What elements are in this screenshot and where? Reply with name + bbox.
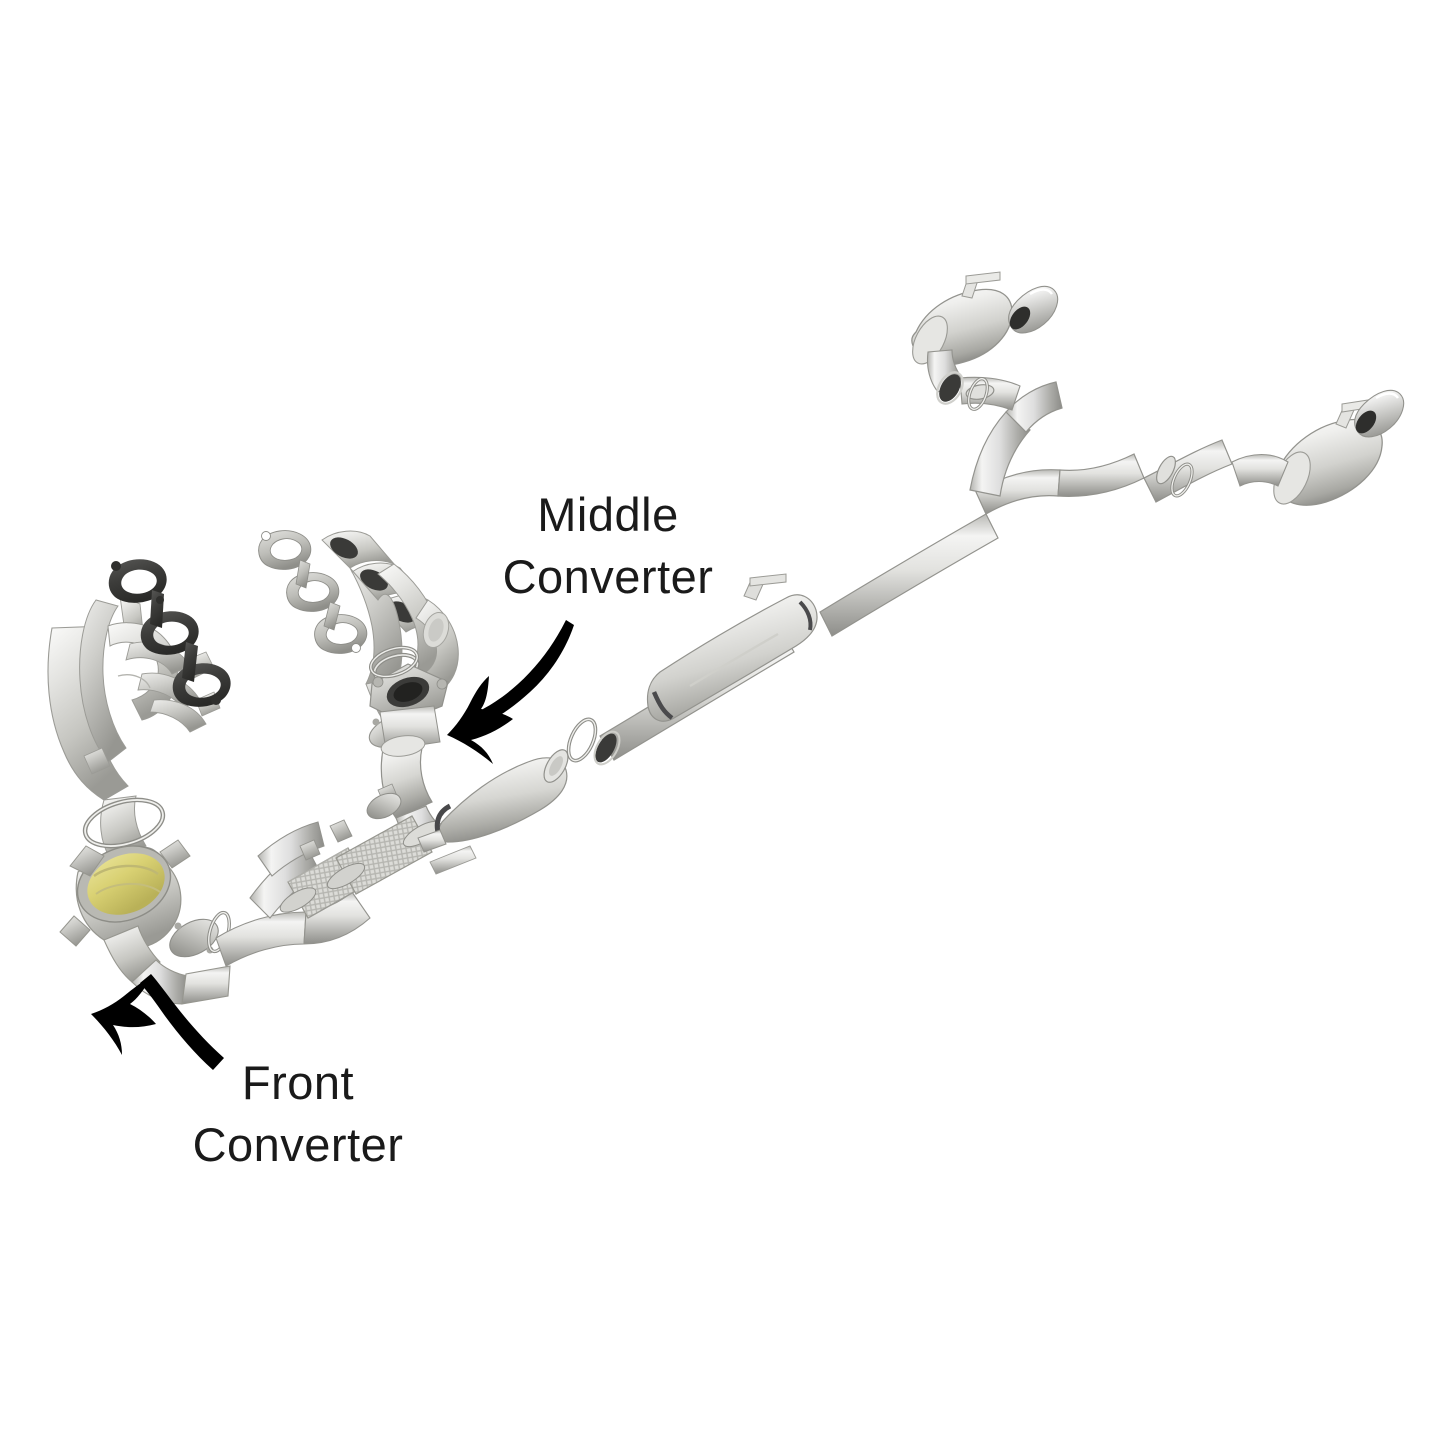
front-converter-arrow	[91, 974, 224, 1070]
exhaust-tip-lower	[1354, 389, 1405, 438]
y-split-branches	[959, 376, 1233, 515]
front-catalytic-converter	[59, 839, 231, 1005]
exhaust-tip-upper	[1008, 285, 1059, 334]
rear-converter-seal-ring	[566, 717, 598, 763]
manifold-gasket-left	[108, 559, 231, 707]
front-converter-label-line2: Converter	[192, 1118, 404, 1172]
middle-converter-label-line2: Converter	[502, 550, 714, 604]
middle-converter-label-line1: Middle	[537, 488, 679, 541]
middle-converter-label: Middle Converter	[398, 484, 818, 608]
manifold-gasket-right	[258, 530, 368, 654]
middle-converter-gasket-ring	[369, 645, 419, 679]
middle-converter-arrow	[447, 620, 574, 764]
center-resonator	[646, 573, 818, 722]
front-converter-label-line1: Front	[241, 1056, 355, 1109]
front-converter-gasket-ring	[82, 797, 166, 849]
muffler-upper	[911, 271, 1013, 405]
muffler-lower	[1231, 399, 1383, 506]
muffler-upper-seal-ring	[967, 377, 989, 411]
front-converter-label: Front Converter	[88, 1052, 508, 1176]
y-pipe-assembly	[215, 821, 371, 967]
muffler-lower-seal-ring	[1170, 462, 1194, 498]
flex-coupler-right	[326, 815, 442, 895]
rear-converter-body	[417, 749, 569, 875]
